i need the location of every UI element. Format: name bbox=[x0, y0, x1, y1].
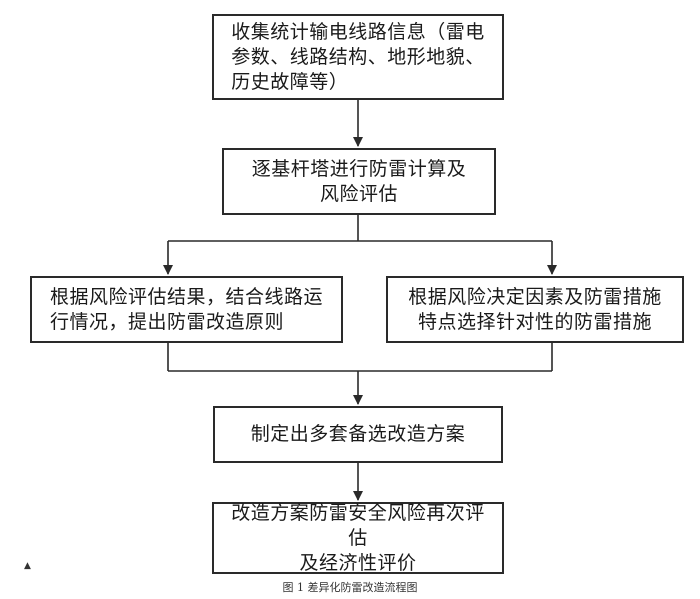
node-lightning-calc-label: 逐基杆塔进行防雷计算及 风险评估 bbox=[251, 157, 467, 205]
node-lightning-calc: 逐基杆塔进行防雷计算及 风险评估 bbox=[222, 148, 496, 215]
node-reevaluation-label: 改造方案防雷安全风险再次评估 及经济性评价 bbox=[231, 501, 485, 574]
node-reevaluation: 改造方案防雷安全风险再次评估 及经济性评价 bbox=[212, 502, 504, 574]
node-collect-line-info: 收集统计输电线路信息（雷电 参数、线路结构、地形地貌、 历史故障等） bbox=[212, 14, 504, 100]
node-alternative-plans: 制定出多套备选改造方案 bbox=[213, 406, 503, 463]
node-targeted-measures-label: 根据风险决定因素及防雷措施 特点选择针对性的防雷措施 bbox=[408, 285, 662, 333]
corner-mark: ▲ bbox=[24, 561, 31, 571]
figure-caption: 图 1 差异化防雷改造流程图 bbox=[282, 581, 418, 594]
node-targeted-measures: 根据风险决定因素及防雷措施 特点选择针对性的防雷措施 bbox=[386, 276, 684, 343]
node-retrofit-principles-label: 根据风险评估结果，结合线路运 行情况，提出防雷改造原则 bbox=[49, 285, 323, 333]
node-alternative-plans-label: 制定出多套备选改造方案 bbox=[250, 423, 466, 445]
node-retrofit-principles: 根据风险评估结果，结合线路运 行情况，提出防雷改造原则 bbox=[30, 276, 343, 343]
node-collect-line-info-label: 收集统计输电线路信息（雷电 参数、线路结构、地形地貌、 历史故障等） bbox=[231, 20, 485, 93]
